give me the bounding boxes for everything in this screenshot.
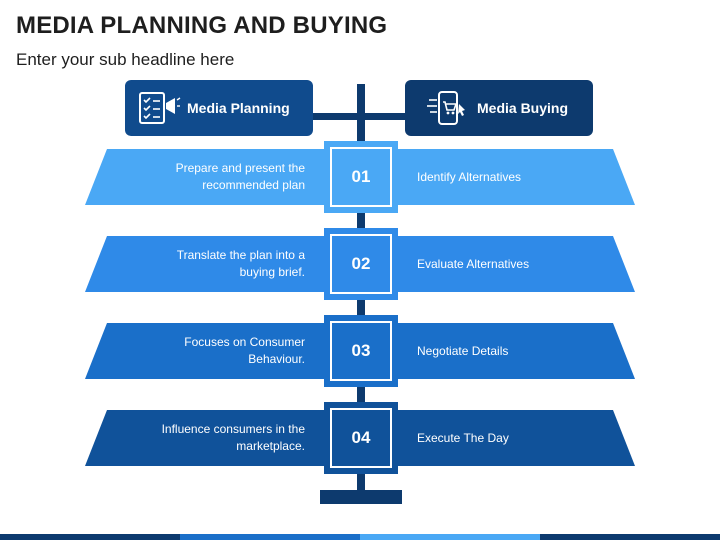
buying-step-01: Identify Alternatives [417,170,522,184]
media-planning-label: Media Planning [187,100,290,116]
pole-crossbar [313,113,405,120]
footer-segment [360,534,540,540]
step-number-04: 04 [330,408,392,468]
planning-step-03: Focuses on Consumer Behaviour. [184,335,305,366]
footer-segment [180,534,360,540]
pole-base [320,490,402,504]
step-number-box-02: 02 [324,228,398,300]
step-number-box-03: 03 [324,315,398,387]
media-buying-label: Media Buying [477,100,569,116]
planning-step-02: Translate the plan into a buying brief. [176,248,305,279]
mobile-shopping-cart-icon [427,91,465,125]
page-title: MEDIA PLANNING AND BUYING [16,12,388,39]
planning-step-01: Prepare and present the recommended plan [175,161,305,192]
footer-color-strip [0,534,720,540]
step-number-01: 01 [330,147,392,207]
media-buying-header: Media Buying [405,80,593,136]
buying-step-04: Execute The Day [417,431,509,445]
step-number-02: 02 [330,234,392,294]
step-number-box-04: 04 [324,402,398,474]
page-subtitle: Enter your sub headline here [16,50,235,69]
step-number-03: 03 [330,321,392,381]
step-number-box-01: 01 [324,141,398,213]
footer-segment [540,534,720,540]
buying-step-03: Negotiate Details [417,344,509,358]
footer-segment [0,534,180,540]
checklist-megaphone-icon [139,92,181,124]
planning-step-04: Influence consumers in the marketplace. [161,422,305,453]
buying-step-02: Evaluate Alternatives [417,257,530,271]
media-planning-header: Media Planning [125,80,313,136]
